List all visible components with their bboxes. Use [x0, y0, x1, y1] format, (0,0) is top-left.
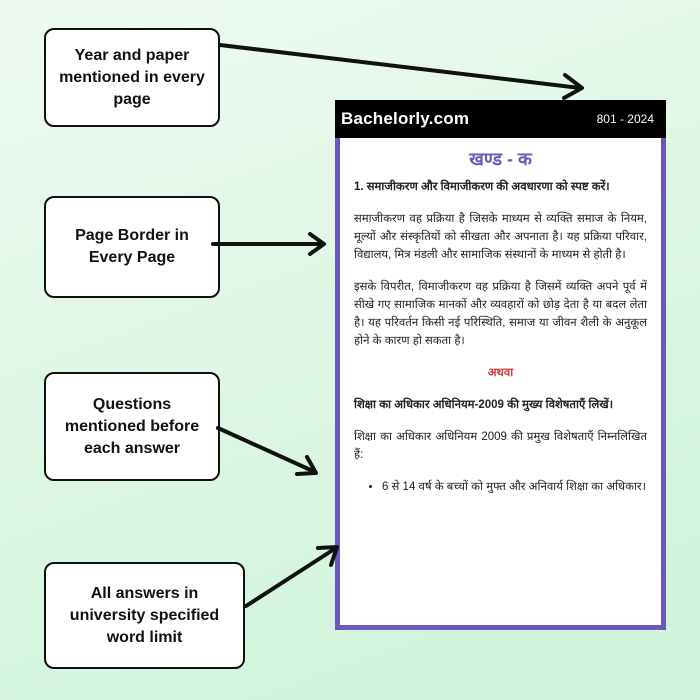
paper-code: 801 - 2024: [596, 112, 654, 126]
section-title: खण्ड - क: [469, 149, 532, 169]
callout-year-paper: Year and paper mentioned in every page: [44, 28, 220, 127]
document-content: खण्ड - क 1. समाजीकरण और विमाजीकरण की अवध…: [340, 138, 661, 496]
callout-word-limit-text: All answers in university specified word…: [69, 584, 220, 646]
callout-questions-text: Questions mentioned before each answer: [64, 395, 200, 457]
answer-bullet-list: 6 से 14 वर्ष के बच्चों को मुफ्त और अनिवा…: [354, 478, 647, 496]
or-label: अथवा: [487, 367, 514, 379]
page-border: खण्ड - क 1. समाजीकरण और विमाजीकरण की अवध…: [335, 138, 666, 630]
arrow-questions-head: [295, 455, 318, 476]
answer-paragraph-1: समाजीकरण वह प्रक्रिया है जिसके माध्यम से…: [354, 213, 647, 261]
callout-word-limit: All answers in university specified word…: [44, 562, 245, 669]
brand-logo-text: Bachelorly.com: [341, 109, 470, 128]
arrow-word-limit: [244, 546, 338, 608]
callout-page-border-text: Page Border in Every Page: [75, 227, 189, 266]
question-1: 1. समाजीकरण और विमाजीकरण की अवधारणा को स…: [354, 181, 610, 193]
arrow-questions: [216, 426, 317, 474]
arrow-page-border-head: [308, 232, 326, 256]
callout-page-border: Page Border in Every Page: [44, 196, 220, 298]
answer-bullet-1: 6 से 14 वर्ष के बच्चों को मुफ्त और अनिवा…: [382, 478, 647, 496]
answer-paragraph-3: शिक्षा का अधिकार अधिनियम 2009 की प्रमुख …: [354, 431, 647, 461]
question-2: शिक्षा का अधिकार अधिनियम-2009 की मुख्य व…: [354, 399, 614, 411]
document-page: Bachelorly.com 801 - 2024 खण्ड - क 1. सम…: [335, 100, 666, 630]
document-header: Bachelorly.com 801 - 2024: [335, 100, 666, 138]
arrow-year-paper: [218, 43, 582, 90]
answer-paragraph-2: इसके विपरीत, विमाजीकरण वह प्रक्रिया है ज…: [354, 281, 647, 347]
arrow-year-paper-head: [562, 73, 584, 100]
callout-year-paper-text: Year and paper mentioned in every page: [59, 46, 205, 108]
callout-questions: Questions mentioned before each answer: [44, 372, 220, 481]
